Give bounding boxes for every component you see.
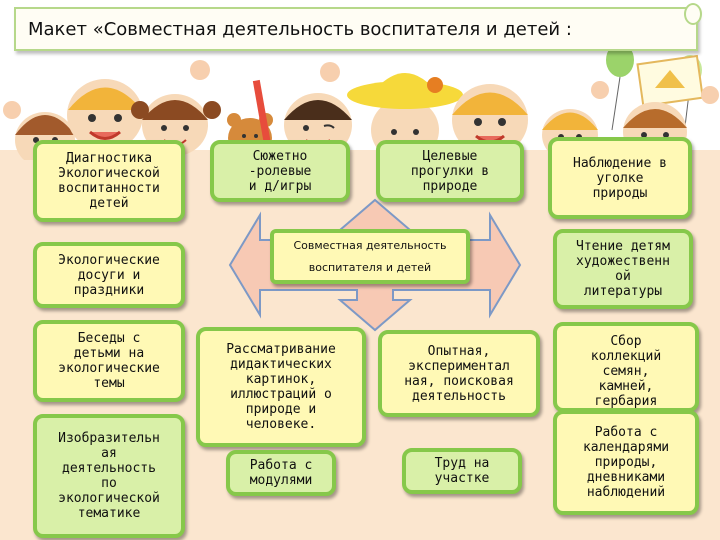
box-dosugi: Экологические досуги и праздники: [33, 242, 185, 308]
box-chtenie: Чтение детям художественн ой литературы: [553, 229, 693, 309]
center-box: Совместная деятельность воспитателя и де…: [270, 229, 470, 284]
box-kalendari: Работа с календарями природы, дневниками…: [553, 410, 699, 515]
box-nablyudenie: Наблюдение в уголке природы: [548, 137, 692, 219]
box-progulki: Целевые прогулки в природе: [376, 140, 524, 202]
box-trud: Труд на участке: [402, 448, 522, 494]
scroll-curl-decoration: [684, 3, 702, 25]
box-izobrazitelnaya: Изобразительн ая деятельность по экологи…: [33, 414, 185, 538]
box-syuzhetno-rolevye: Сюжетно -ролевые и д/игры: [210, 140, 350, 202]
box-rassmatrivanie: Рассматривание дидактических картинок, и…: [196, 327, 366, 447]
box-moduli: Работа с модулями: [226, 450, 336, 496]
box-diagnostika: Диагностика Экологической воспитанности …: [33, 140, 185, 222]
box-besedy: Беседы с детьми на экологические темы: [33, 320, 185, 402]
title-banner: [14, 3, 702, 51]
box-sbor: Сбор коллекций семян, камней, гербария: [553, 322, 699, 412]
box-opytnaya: Опытная, экспериментал ная, поисковая де…: [378, 330, 540, 417]
page-title: Макет «Совместная деятельность воспитате…: [28, 19, 572, 40]
